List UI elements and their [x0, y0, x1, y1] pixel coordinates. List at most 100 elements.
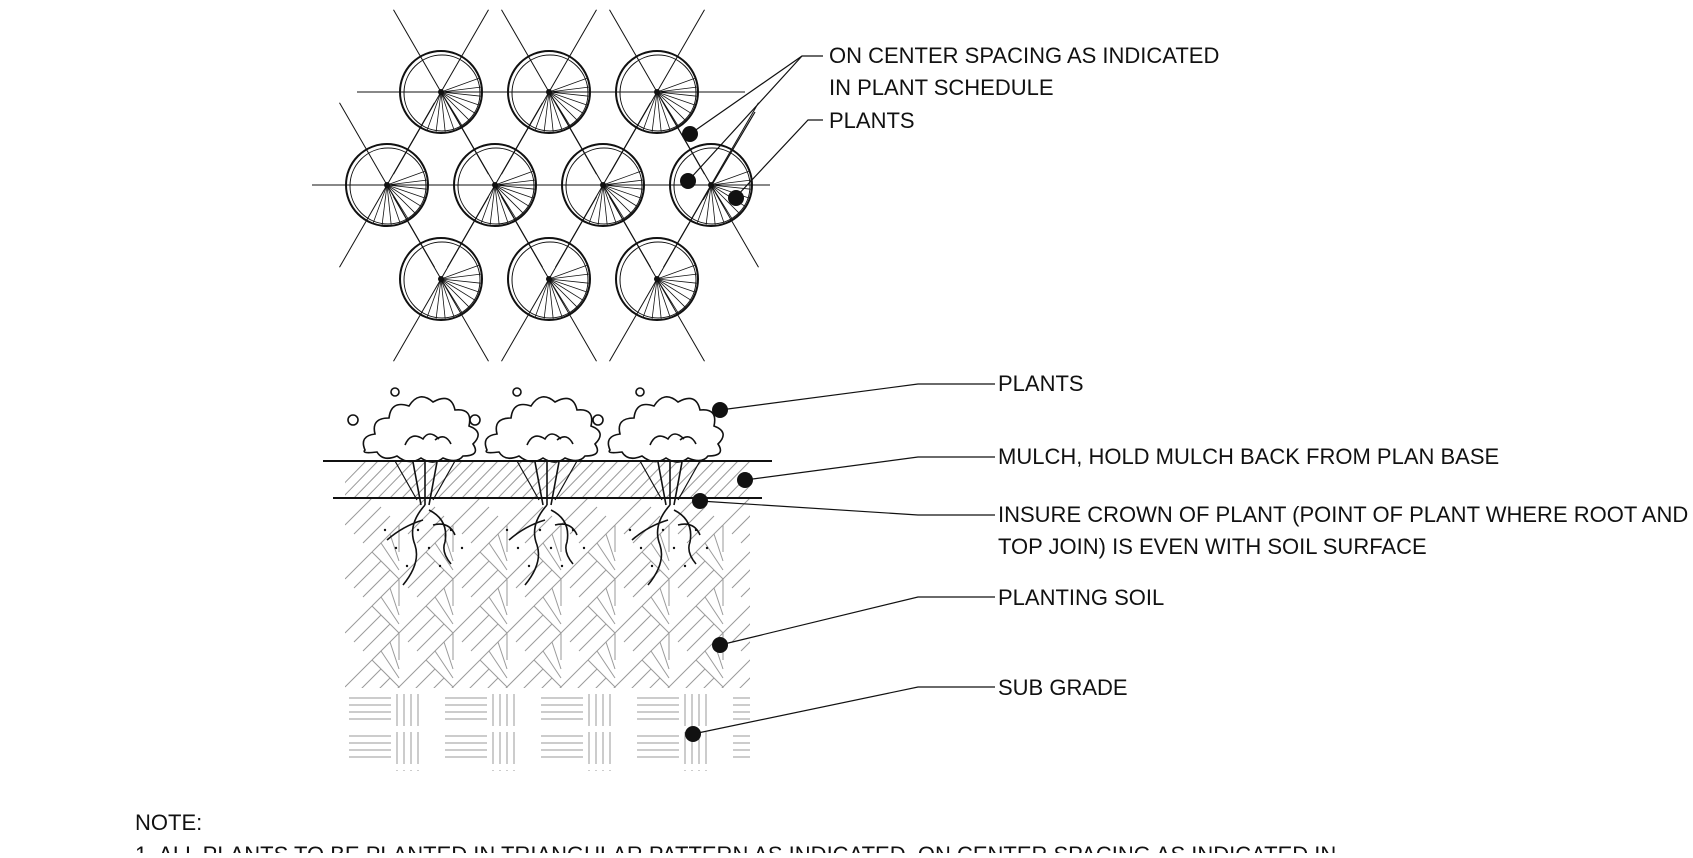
label-spacing-line2: IN PLANT SCHEDULE	[829, 75, 1054, 100]
dot-spacing-b	[680, 173, 696, 189]
mulch-stroke	[569, 460, 607, 498]
note-item-1: 1. ALL PLANTS TO BE PLANTED IN TRIANGULA…	[135, 842, 1336, 853]
plan-plant-symbol	[399, 237, 483, 321]
dot-mulch	[737, 472, 753, 488]
soil-hatch-cell	[506, 551, 562, 634]
soil-hatch-cell	[345, 605, 400, 688]
mulch-stroke	[521, 460, 559, 498]
leader-crown	[699, 500, 995, 516]
mulch-stroke	[545, 460, 583, 498]
plan-plant-symbol	[561, 143, 645, 227]
sub-grade-cell	[396, 770, 419, 771]
plan-plant-symbol	[345, 143, 429, 227]
sub-grade-cell	[588, 770, 611, 771]
soil-hatch-cell	[722, 498, 750, 553]
soil-hatch-cell	[560, 551, 616, 634]
section-plant	[347, 387, 479, 586]
mulch-stroke	[629, 460, 667, 498]
dot-planting-soil	[712, 637, 728, 653]
mulch-stroke	[749, 497, 750, 498]
sub-grade-cell	[445, 694, 515, 726]
mulch-stroke	[345, 460, 379, 496]
soil-hatch-cell	[668, 659, 724, 688]
section-plants	[347, 387, 724, 586]
leader-sub-grade	[692, 686, 995, 735]
label-mulch: MULCH, HOLD MULCH BACK FROM PLAN BASE	[998, 444, 1499, 469]
soil-hatch-cell	[614, 551, 670, 634]
planting-soil-hatch	[345, 498, 750, 688]
soil-hatch-cell	[668, 551, 724, 634]
plan-plant-symbol	[615, 50, 699, 134]
leader-planting-soil	[719, 596, 995, 646]
soil-hatch-cell	[722, 551, 750, 607]
soil-hatch-cell	[614, 498, 670, 580]
mulch-stroke	[461, 460, 499, 498]
mulch-stroke	[677, 460, 715, 498]
leader-spacing-a	[689, 55, 823, 135]
mulch-stroke	[617, 460, 655, 498]
soil-hatch-cell	[452, 605, 508, 688]
section-plant	[469, 387, 601, 586]
sub-grade-cell	[349, 694, 419, 726]
label-planting-soil: PLANTING SOIL	[998, 585, 1164, 610]
soil-hatch-cell	[560, 659, 616, 688]
soil-hatch-cell	[345, 498, 400, 580]
mulch-stroke	[653, 460, 691, 498]
mulch-hatch	[345, 460, 798, 498]
label-plants-plan: PLANTS	[829, 108, 915, 133]
sub-grade-cell	[637, 694, 707, 726]
plan-plant-symbol	[399, 50, 483, 134]
plan-plant-symbols	[345, 50, 753, 321]
soil-hatch-cell	[398, 551, 454, 634]
soil-hatch-cell	[614, 659, 670, 688]
mulch-stroke	[701, 460, 739, 498]
soil-hatch-cell	[722, 605, 750, 661]
leader-dots	[680, 126, 753, 742]
label-crown-line2: TOP JOIN) IS EVEN WITH SOIL SURFACE	[998, 534, 1427, 559]
sub-grade-hatch	[349, 694, 750, 771]
sub-grade-cell	[541, 694, 611, 726]
dot-crown	[692, 493, 708, 509]
mulch-stroke	[641, 460, 679, 498]
soil-hatch-cell	[668, 498, 724, 580]
mulch-stroke	[353, 460, 391, 498]
dot-plants-section	[712, 402, 728, 418]
note-heading: NOTE:	[135, 810, 202, 835]
leader-spacing-b	[687, 55, 803, 182]
soil-hatch-cell	[398, 605, 454, 688]
dot-plants-plan	[728, 190, 744, 206]
soil-hatch-cell	[452, 551, 508, 634]
mulch-stroke	[449, 460, 487, 498]
mulch-stroke	[593, 460, 631, 498]
mulch-stroke	[401, 460, 439, 498]
mulch-stroke	[762, 461, 798, 498]
soil-hatch-cell	[560, 605, 616, 688]
sub-grade-cell	[733, 735, 750, 758]
leader-lines	[687, 55, 995, 735]
mulch-stroke	[485, 460, 523, 498]
sub-grade-cell	[684, 770, 707, 771]
section-view	[323, 387, 798, 771]
mulch-stroke	[557, 460, 595, 498]
sub-grade-cell	[445, 732, 515, 764]
mulch-stroke	[737, 484, 750, 498]
leader-plants-plan-tick	[702, 111, 756, 201]
section-plant	[592, 387, 724, 586]
label-crown-line1: INSURE CROWN OF PLANT (POINT OF PLANT WH…	[998, 502, 1688, 527]
label-plants-section: PLANTS	[998, 371, 1084, 396]
mulch-stroke	[605, 460, 643, 498]
leader-mulch	[744, 456, 995, 481]
sub-grade-cell	[349, 732, 419, 764]
mulch-stroke	[473, 460, 511, 498]
plan-plant-symbol	[615, 237, 699, 321]
soil-hatch-cell	[506, 659, 562, 688]
mulch-stroke	[689, 460, 727, 498]
plan-plant-symbol	[453, 143, 537, 227]
mulch-stroke	[413, 460, 451, 498]
mulch-stroke	[497, 460, 535, 498]
plan-view	[312, 9, 770, 362]
soil-hatch-cell	[722, 659, 750, 688]
soil-hatch-cell	[345, 659, 400, 688]
leader-plants-section	[719, 383, 995, 411]
